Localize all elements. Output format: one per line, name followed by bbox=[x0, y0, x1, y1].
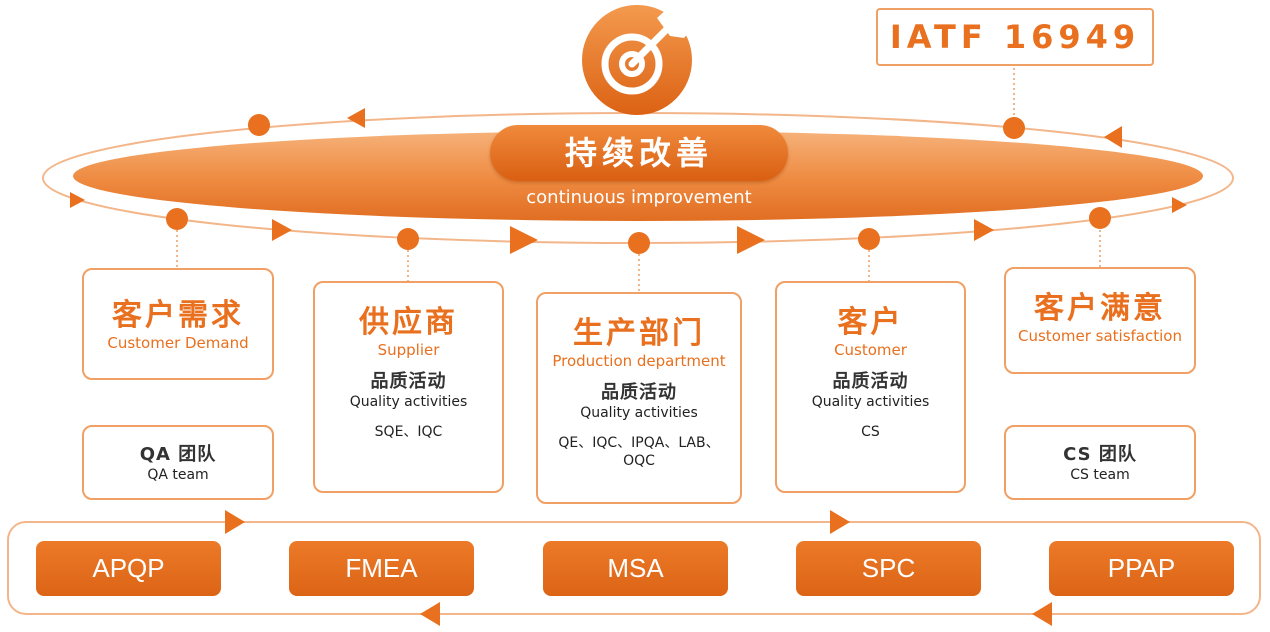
stage-subtitle: Customer satisfaction bbox=[1018, 327, 1182, 345]
activities-title: 品质活动 bbox=[601, 382, 677, 403]
stage-subtitle: Supplier bbox=[377, 341, 440, 359]
arrow-right-icon bbox=[225, 510, 245, 534]
arrow-right-icon bbox=[70, 192, 85, 208]
arrow-right-icon bbox=[830, 510, 850, 534]
stage-customer: 客户 Customer 品质活动 Quality activities CS bbox=[775, 281, 966, 493]
stage-title: 客户需求 bbox=[112, 298, 244, 333]
activities-title: 品质活动 bbox=[832, 371, 909, 392]
team-title: CS 团队 bbox=[1063, 444, 1137, 465]
arrow-left-icon bbox=[1104, 126, 1122, 148]
activities-subtitle: Quality activities bbox=[580, 405, 698, 421]
orbit-dot bbox=[628, 232, 650, 254]
stage-title: 生产部门 bbox=[573, 316, 705, 351]
stage-title: 客户 bbox=[837, 305, 904, 340]
arrow-right-icon bbox=[1172, 197, 1187, 213]
stage-title: 客户满意 bbox=[1034, 291, 1166, 326]
activities-items: CS bbox=[861, 424, 880, 440]
orbit-dot bbox=[858, 228, 880, 250]
tool-spc: SPC bbox=[796, 541, 981, 596]
qa-team-box: QA 团队 QA team bbox=[82, 425, 274, 500]
cs-team-box: CS 团队 CS team bbox=[1004, 425, 1196, 500]
stage-customer-demand: 客户需求 Customer Demand bbox=[82, 268, 274, 380]
arrow-left-icon bbox=[347, 108, 365, 128]
arrow-fletching bbox=[657, 8, 694, 38]
target-arrow-icon bbox=[601, 24, 672, 95]
stage-subtitle: Customer Demand bbox=[107, 334, 249, 352]
tool-ppap: PPAP bbox=[1049, 541, 1234, 596]
orbit-dot bbox=[166, 208, 188, 230]
continuous-improvement-subtitle: continuous improvement bbox=[526, 187, 752, 208]
arrow-left-icon bbox=[1032, 602, 1052, 626]
arrow-right-icon bbox=[510, 226, 538, 254]
activities-subtitle: Quality activities bbox=[811, 394, 930, 410]
tool-fmea: FMEA bbox=[289, 541, 474, 596]
arrow-right-icon bbox=[974, 219, 994, 241]
activities-items: QE、IQC、IPQA、LAB、OQC bbox=[558, 435, 720, 469]
arrow-right-icon bbox=[272, 219, 292, 241]
stage-title: 供应商 bbox=[359, 305, 458, 340]
stage-customer-satisfaction: 客户满意 Customer satisfaction bbox=[1004, 267, 1196, 374]
activities-subtitle: Quality activities bbox=[349, 394, 468, 410]
orbit-dot bbox=[397, 228, 419, 250]
team-title: QA 团队 bbox=[139, 444, 217, 465]
tools-loop bbox=[7, 521, 1261, 615]
activities-items: SQE、IQC bbox=[374, 424, 443, 440]
arrow-right-icon bbox=[737, 226, 765, 254]
tool-msa: MSA bbox=[543, 541, 728, 596]
orbit-dot bbox=[1003, 117, 1025, 139]
orbit-dot bbox=[248, 114, 270, 136]
arrow-left-icon bbox=[420, 602, 440, 626]
tool-apqp: APQP bbox=[36, 541, 221, 596]
certification-label: IATF 16949 bbox=[876, 8, 1154, 66]
stage-subtitle: Production department bbox=[552, 352, 726, 370]
stage-supplier: 供应商 Supplier 品质活动 Quality activities SQE… bbox=[313, 281, 504, 493]
orbit-dot bbox=[1089, 207, 1111, 229]
continuous-improvement-title: 持续改善 bbox=[490, 125, 788, 181]
team-subtitle: CS team bbox=[1070, 467, 1130, 483]
stage-production-department: 生产部门 Production department 品质活动 Quality … bbox=[536, 292, 742, 504]
stage-subtitle: Customer bbox=[834, 341, 907, 359]
team-subtitle: QA team bbox=[147, 467, 209, 483]
activities-title: 品质活动 bbox=[370, 371, 447, 392]
